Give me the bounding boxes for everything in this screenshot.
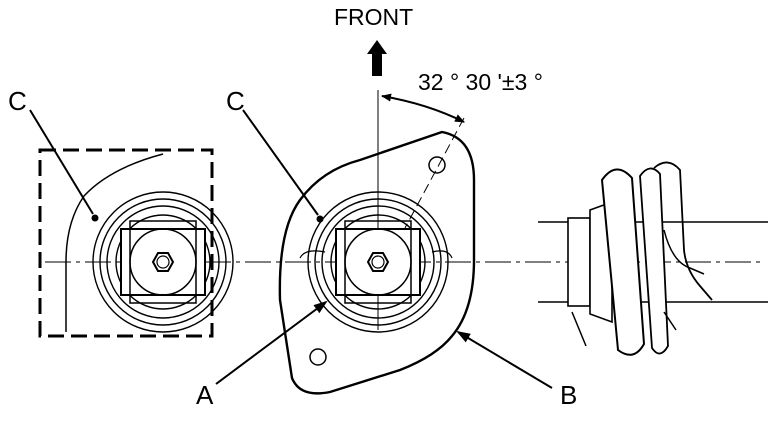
flange-bead-left bbox=[299, 250, 326, 259]
center-main-view: C A B bbox=[196, 86, 577, 410]
body-panel-section bbox=[653, 161, 713, 301]
front-label: FRONT bbox=[334, 4, 413, 30]
angle-arc-arrow bbox=[381, 93, 465, 123]
inner-ring bbox=[321, 205, 435, 319]
leader-line-b bbox=[456, 330, 553, 389]
lower-line bbox=[571, 311, 587, 347]
left-detail-view: C bbox=[8, 86, 234, 338]
callout-c-left: C bbox=[8, 86, 27, 116]
callout-c-center: C bbox=[226, 86, 245, 116]
flange-bead-right bbox=[431, 250, 453, 259]
bolt-hole-upper bbox=[428, 156, 446, 174]
leader-line-c-center bbox=[242, 109, 319, 216]
detail-view-frame bbox=[38, 148, 214, 338]
outer-ring bbox=[92, 191, 234, 333]
body-panel-fold bbox=[663, 229, 705, 275]
tab-marker bbox=[663, 311, 677, 331]
right-side-view bbox=[538, 161, 768, 356]
callout-b: B bbox=[560, 380, 577, 410]
inner-ring bbox=[106, 205, 220, 319]
bolt-hole-lower bbox=[309, 348, 327, 366]
middle-ring bbox=[314, 198, 442, 326]
spring-seat bbox=[129, 228, 197, 296]
angle-spec-label: 32 ° 30 '±3 ° bbox=[418, 69, 543, 95]
bearing-ring bbox=[115, 214, 211, 310]
leader-line-a bbox=[215, 300, 328, 385]
middle-ring bbox=[99, 198, 227, 326]
front-direction-indicator: FRONT bbox=[334, 4, 413, 76]
bearing-ring bbox=[330, 214, 426, 310]
lock-nut bbox=[366, 252, 390, 272]
front-arrow-icon bbox=[367, 40, 387, 76]
leader-line-c-left bbox=[29, 109, 94, 215]
nut-bore bbox=[371, 255, 385, 269]
lock-nut bbox=[151, 252, 175, 272]
spring-seat bbox=[344, 228, 412, 296]
flange-edge bbox=[65, 153, 164, 332]
mount-flange-outline bbox=[278, 130, 476, 395]
outer-ring bbox=[307, 191, 449, 333]
callout-a: A bbox=[196, 380, 214, 410]
flange-section bbox=[600, 168, 646, 356]
marker-dot bbox=[316, 215, 324, 223]
collar bbox=[567, 217, 591, 307]
spring-coil-section bbox=[639, 167, 669, 355]
nut-bore bbox=[156, 255, 170, 269]
marker-dot bbox=[91, 214, 99, 222]
